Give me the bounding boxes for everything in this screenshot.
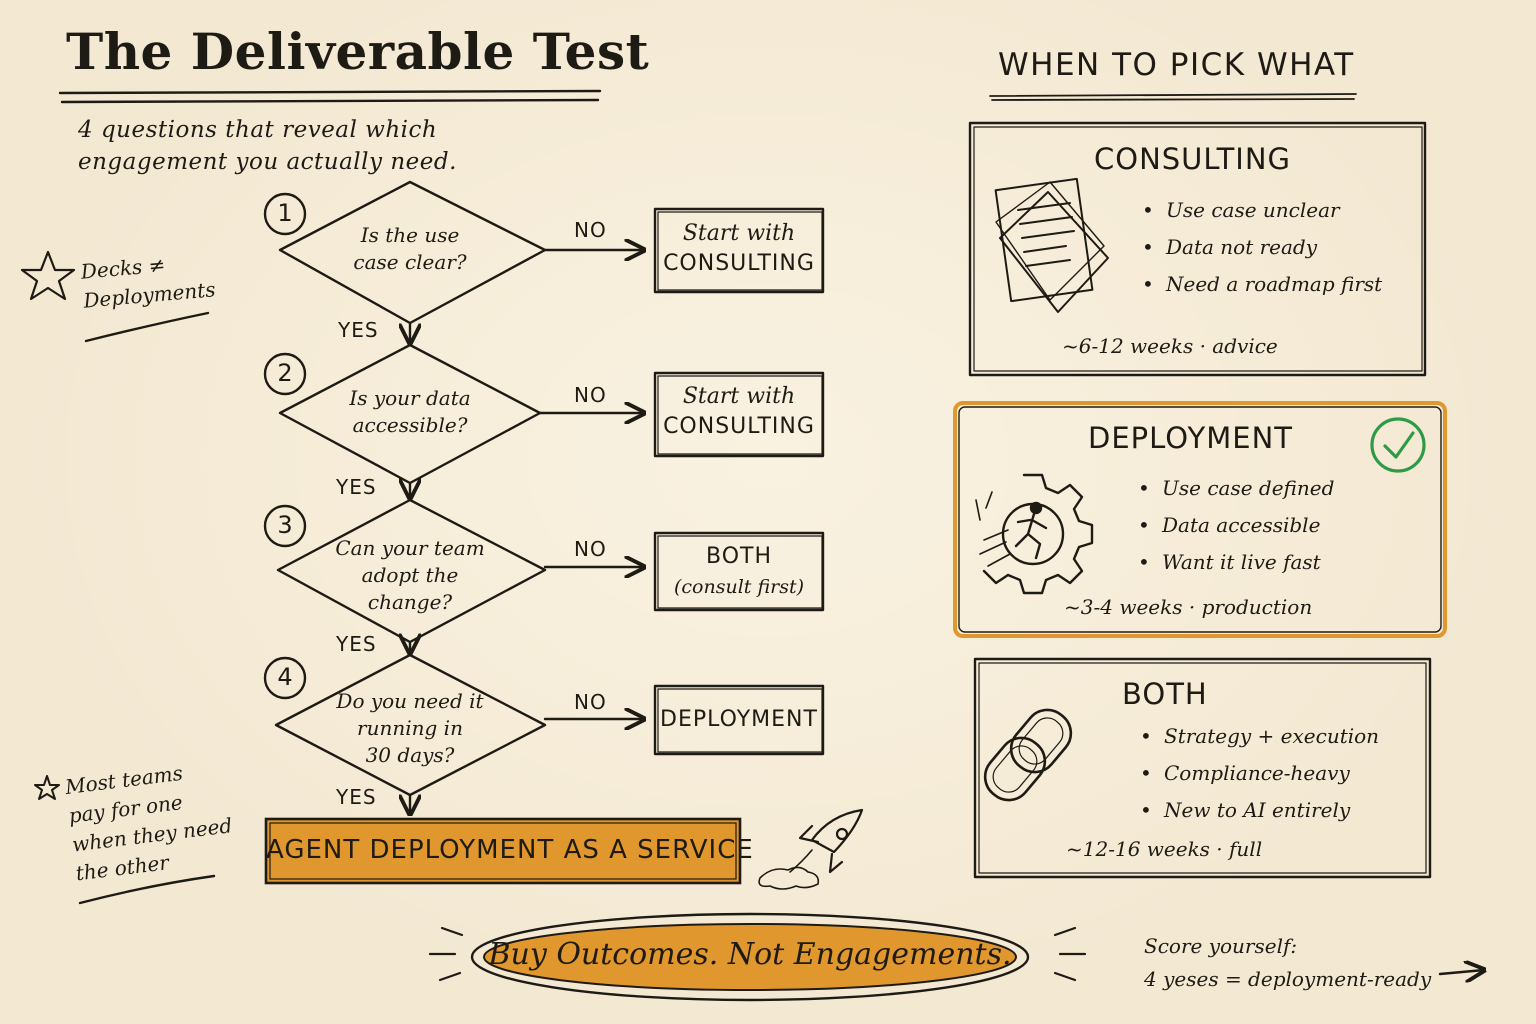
yes-label-3: YES xyxy=(336,632,377,656)
yes-label-1: YES xyxy=(338,318,379,342)
rocket-icon xyxy=(758,808,864,890)
question-1-text: Is the use case clear? xyxy=(330,222,490,276)
bullet-item: Strategy + execution xyxy=(1140,718,1379,755)
question-number-2: 2 xyxy=(277,359,293,387)
deployment-card-bullets: Use case defined Data accessible Want it… xyxy=(1138,470,1334,581)
result-box-2 xyxy=(653,371,825,458)
result-2-text: Start with CONSULTING xyxy=(655,382,823,442)
final-banner-box xyxy=(264,817,742,885)
question-4-circle xyxy=(263,656,307,700)
subtitle-line-1: 4 questions that reveal which xyxy=(78,117,438,143)
question-1-line-1: Is the use xyxy=(360,223,460,247)
both-card-footer: ~12-16 weeks · full xyxy=(1066,837,1263,861)
question-2-line-2: accessible? xyxy=(352,413,468,437)
score-note-line-2: 4 yeses = deployment-ready xyxy=(1144,967,1432,991)
question-3-circle xyxy=(263,504,307,548)
question-1-circle xyxy=(263,192,307,236)
no-label-3: NO xyxy=(574,537,607,561)
documents-icon xyxy=(994,177,1109,313)
question-number-1: 1 xyxy=(277,199,293,227)
bullet-item: New to AI entirely xyxy=(1140,792,1379,829)
slogan-text: Buy Outcomes. Not Engagements. xyxy=(488,937,1012,972)
question-2-line-1: Is your data xyxy=(349,386,471,410)
question-number-4: 4 xyxy=(277,663,293,691)
deployment-card-frame xyxy=(953,401,1447,638)
gear-runner-icon xyxy=(975,473,1094,595)
result-box-1 xyxy=(653,207,825,294)
question-4-line-1: Do you need it xyxy=(336,689,484,713)
both-card-bullets: Strategy + execution Compliance-heavy Ne… xyxy=(1140,718,1379,829)
consulting-card-frame xyxy=(968,121,1427,377)
result-3-text: BOTH (consult first) xyxy=(655,542,823,602)
bullet-item: Use case defined xyxy=(1138,470,1334,507)
question-4-line-3: 30 days? xyxy=(365,743,455,767)
bullet-item: Use case unclear xyxy=(1142,192,1382,229)
bullet-item: Compliance-heavy xyxy=(1140,755,1379,792)
yes-label-4: YES xyxy=(336,785,377,809)
bullet-item: Data accessible xyxy=(1138,507,1334,544)
right-heading: WHEN TO PICK WHAT xyxy=(998,47,1355,83)
question-4-line-2: running in xyxy=(357,716,463,740)
side-note-most-teams: Most teams pay for one when they need th… xyxy=(64,754,238,889)
question-number-3: 3 xyxy=(277,511,293,539)
slogan-emphasis-marks xyxy=(428,926,1087,982)
score-arrow xyxy=(1438,970,1484,974)
consulting-card-title: CONSULTING xyxy=(1094,142,1291,176)
result-3-line-1: BOTH xyxy=(705,544,772,569)
no-label-4: NO xyxy=(574,690,607,714)
score-note-line-1: Score yourself: xyxy=(1144,934,1298,958)
no-label-2: NO xyxy=(574,383,607,407)
question-3-line-2: adopt the xyxy=(361,563,459,587)
yes-label-2: YES xyxy=(336,475,377,499)
check-icon xyxy=(1370,417,1426,473)
bullet-item: Need a roadmap first xyxy=(1142,266,1382,303)
question-2-text: Is your data accessible? xyxy=(330,385,490,439)
deployment-card-footer: ~3-4 weeks · production xyxy=(1064,595,1313,619)
bullet-item: Want it live fast xyxy=(1138,544,1334,581)
question-3-line-1: Can your team xyxy=(335,536,485,560)
star-icon xyxy=(34,775,60,800)
side-note-1-underline xyxy=(84,311,210,343)
result-4-text: DEPLOYMENT xyxy=(660,707,818,732)
result-2-line-2: CONSULTING xyxy=(663,414,815,439)
slogan-oval-outer xyxy=(470,912,1030,1002)
page-title: The Deliverable Test xyxy=(66,22,650,81)
page-subtitle: 4 questions that reveal which engagement… xyxy=(78,114,457,178)
result-box-3 xyxy=(653,531,825,612)
result-1-line-2: CONSULTING xyxy=(663,251,815,276)
result-1-line-1: Start with xyxy=(682,221,796,246)
question-4-text: Do you need it running in 30 days? xyxy=(322,688,498,769)
result-1-text: Start with CONSULTING xyxy=(655,219,823,279)
chain-link-icon xyxy=(983,708,1073,802)
right-heading-underline xyxy=(989,93,1357,101)
question-2-circle xyxy=(263,352,307,396)
question-1-line-2: case clear? xyxy=(353,250,467,274)
question-3-line-3: change? xyxy=(367,590,453,614)
star-icon xyxy=(20,250,76,301)
deployment-card-title: DEPLOYMENT xyxy=(1088,421,1293,455)
both-card-title: BOTH xyxy=(1122,677,1208,711)
result-box-4 xyxy=(653,684,825,756)
result-3-line-2: (consult first) xyxy=(673,576,805,598)
final-banner-text: AGENT DEPLOYMENT AS A SERVICE xyxy=(266,835,754,865)
bullet-item: Data not ready xyxy=(1142,229,1382,266)
side-note-2-underline xyxy=(78,874,216,905)
consulting-card-footer: ~6-12 weeks · advice xyxy=(1062,334,1278,358)
result-2-line-1: Start with xyxy=(682,384,796,409)
question-3-text: Can your team adopt the change? xyxy=(322,535,498,616)
consulting-card-bullets: Use case unclear Data not ready Need a r… xyxy=(1142,192,1382,303)
slogan-oval xyxy=(483,923,1017,991)
no-label-1: NO xyxy=(574,218,607,242)
score-note: Score yourself: 4 yeses = deployment-rea… xyxy=(1144,930,1431,996)
subtitle-line-2: engagement you actually need. xyxy=(78,149,457,175)
title-underline xyxy=(58,89,602,104)
side-note-decks: Decks ≠ Deployments xyxy=(80,246,217,315)
both-card-frame xyxy=(973,657,1432,879)
